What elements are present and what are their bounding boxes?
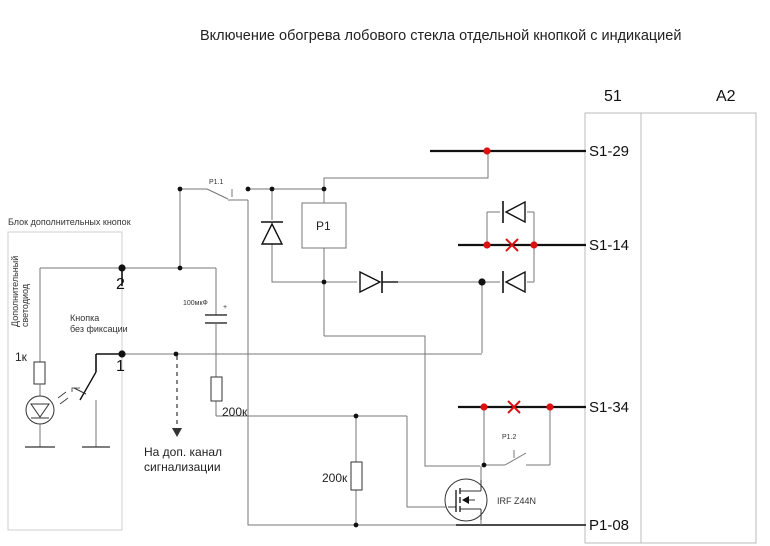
transistor-label: IRF Z44N <box>497 496 537 506</box>
relay-p1 <box>301 202 347 249</box>
junction-red <box>483 147 491 155</box>
junction-dot <box>478 278 486 286</box>
page-title: Включение обогрева лобового стекла отдел… <box>200 28 682 44</box>
junction-dot <box>173 351 179 357</box>
module-51-frame <box>584 112 642 544</box>
alarm-channel-label: На доп. канал сигнализации <box>144 445 222 475</box>
diode-bridge-bottom <box>502 270 526 294</box>
led-indicator <box>25 391 69 448</box>
junction-red <box>483 241 491 249</box>
junction-dot <box>353 413 359 419</box>
resistor-200k-bottom-label: 200к <box>322 471 348 485</box>
node-1-dot <box>118 350 126 358</box>
block-51-label: 51 <box>604 88 622 105</box>
junction-dot <box>481 462 487 468</box>
junction-dot <box>269 186 275 192</box>
resistor-200k-top <box>210 376 223 402</box>
pin-s1-29: S1-29 <box>589 143 630 160</box>
resistor-200k-top-label: 200к <box>222 405 248 419</box>
junction-dot <box>353 522 359 528</box>
junction-red <box>546 403 554 411</box>
relay-label: P1 <box>316 219 331 233</box>
led-label: Дополнительный светодиод <box>10 256 30 327</box>
diode-vertical <box>260 221 284 245</box>
mosfet-irfz44n <box>444 478 488 522</box>
diode-bridge-top <box>502 200 526 224</box>
button-block-label: Блок дополнительных кнопок <box>8 217 131 227</box>
resistor-200k-bottom <box>350 461 363 491</box>
node-2-label: 2 <box>116 276 125 293</box>
junction-dot <box>177 265 183 271</box>
node-2-dot <box>118 264 126 272</box>
button-block-frame <box>7 231 123 531</box>
button-label: Кнопка без фиксации <box>70 313 128 335</box>
alarm-label-line2: сигнализации <box>144 460 221 474</box>
diode-horizontal <box>359 270 398 294</box>
alarm-label-line1: На доп. канал <box>144 445 223 459</box>
pin-p1-08: P1-08 <box>589 517 630 534</box>
pin-s1-34: S1-34 <box>589 399 630 416</box>
module-a2-frame <box>584 112 757 544</box>
resistor-1k <box>33 361 46 385</box>
led-label-line1: Дополнительный <box>10 255 20 327</box>
button-label-line2: без фиксации <box>70 324 128 334</box>
block-a2-label: A2 <box>716 88 736 105</box>
junction-red <box>530 241 538 249</box>
junction-red <box>480 403 488 411</box>
capacitor-plus: + <box>223 304 228 311</box>
button-label-line1: Кнопка <box>70 313 100 323</box>
alarm-arrow <box>172 356 182 437</box>
cut-mark-s1-34 <box>507 400 521 414</box>
push-button <box>71 371 110 448</box>
cut-mark-s1-14 <box>505 238 519 252</box>
junction-dot <box>321 279 327 285</box>
capacitor-100uf <box>205 314 227 324</box>
led-label-line2: светодиод <box>20 283 30 327</box>
pin-s1-14: S1-14 <box>589 237 630 254</box>
junction-dot <box>245 186 251 192</box>
node-1-label: 1 <box>116 358 125 375</box>
capacitor-label: 100мкФ <box>183 300 208 307</box>
contact-p11-label: P1.1 <box>209 179 224 186</box>
junction-dot <box>321 186 327 192</box>
resistor-1k-label: 1к <box>15 350 27 364</box>
junction-dot <box>177 186 183 192</box>
contact-p12-label: P1.2 <box>502 434 517 441</box>
